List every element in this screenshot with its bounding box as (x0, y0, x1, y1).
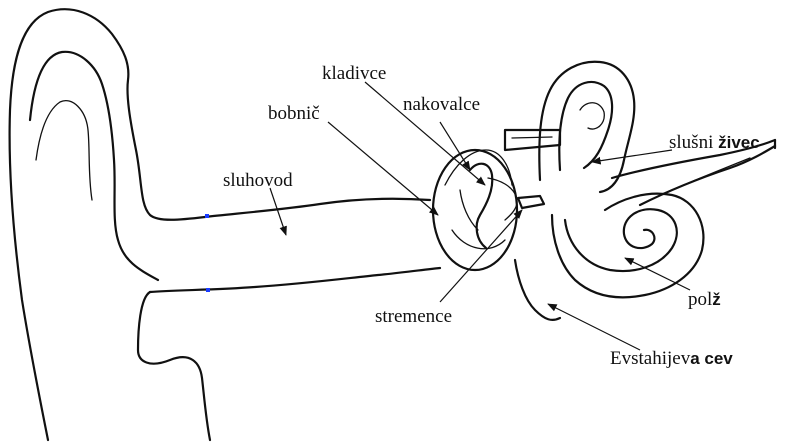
label-zivec-bold: živec (718, 133, 760, 152)
label-stremence: stremence (375, 306, 452, 327)
label-bobnic: bobnič (268, 103, 320, 124)
label-slusni-plain: slušni (669, 132, 718, 153)
label-nakovalce: nakovalce (403, 94, 480, 115)
label-slusni-zivec: slušni živec (669, 132, 760, 153)
middle-ear (433, 130, 560, 320)
inner-ear (539, 62, 775, 298)
accent-dots (205, 214, 210, 292)
stremence-pointer (440, 210, 522, 302)
label-evstahijev-plain: Evstahijev (610, 348, 691, 369)
label-polz-plain: pol (688, 289, 712, 310)
label-polz: polž (688, 289, 721, 310)
label-a-cev-bold: a cev (690, 349, 733, 368)
label-kladivce: kladivce (322, 63, 386, 84)
slusni-zivec-pointer (592, 150, 672, 162)
label-evstahijeva-cev: Evstahijeva cev (610, 348, 733, 369)
sluhovod-pointer (270, 188, 286, 235)
label-polz-bold: ž (712, 290, 721, 309)
label-sluhovod: sluhovod (223, 170, 293, 191)
nakovalce-pointer (440, 122, 470, 170)
evstahijeva-cev-pointer (548, 304, 640, 350)
